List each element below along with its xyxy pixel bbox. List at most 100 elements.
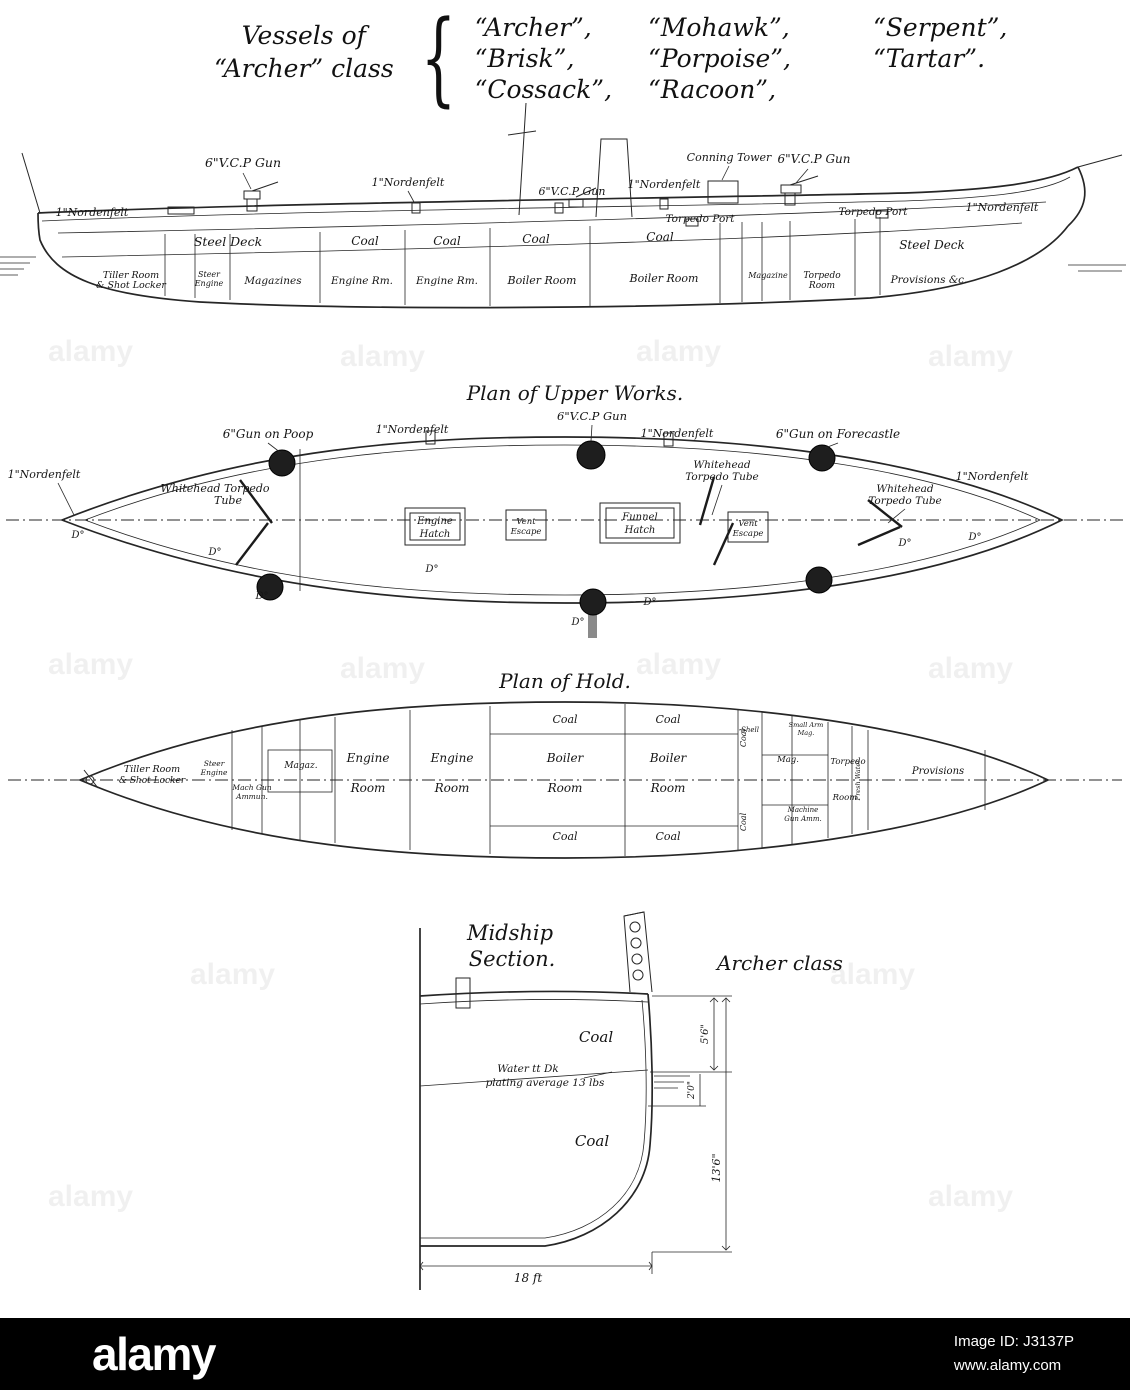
label-ditto: D° <box>254 591 268 602</box>
label-gun-mid: 6"V.C.P Gun <box>539 185 606 198</box>
label-small-arm-mag: Small Arm <box>789 721 824 729</box>
label-coal: Coal <box>433 234 461 248</box>
dimension-lines <box>419 995 732 1274</box>
class-label: Archer class <box>715 951 843 975</box>
label-vent-escape: Escape <box>732 529 764 539</box>
label-boiler-room: Boiler <box>546 751 585 765</box>
label-shell-room: Shell <box>741 726 759 734</box>
label-deck-plating: plating average 13 lbs <box>486 1077 605 1089</box>
label-shot-locker: & Shot Locker <box>96 280 167 291</box>
label-whitehead-tube-mid: Torpedo Tube <box>685 471 759 483</box>
label-magazine-aft: Magazine <box>747 271 788 280</box>
label-nordenfelt-right: 1"Nordenfelt <box>966 201 1039 214</box>
label-shot-locker: & Shot Locker <box>119 776 186 786</box>
poop-gun-barrel <box>251 181 279 192</box>
ship-name: “Racoon”, <box>648 75 777 104</box>
stock-photo-footer-bar: alamy Image ID: J3137P www.alamy.com <box>0 1318 1130 1390</box>
label-vent-escape: Vent <box>738 519 758 529</box>
label-whitehead-tube-aft: Whitehead Torpedo <box>160 482 269 495</box>
image-id: Image ID: J3137P <box>953 1333 1074 1350</box>
label-coal-upper: Coal <box>579 1028 613 1046</box>
ship-name: “Serpent”, <box>873 13 1008 42</box>
label-boiler-room: Boiler Room <box>629 272 699 285</box>
label-ditto: D° <box>207 547 221 558</box>
label-coal-lower: Coal <box>575 1132 609 1150</box>
label-coal: Coal <box>655 713 681 726</box>
label-steer: Steer <box>198 270 221 279</box>
label-torpedo-room: Room <box>832 793 858 803</box>
ship-name: “Brisk”, <box>474 44 575 73</box>
funnel <box>595 138 633 218</box>
profile-deck-lines <box>41 176 1071 258</box>
poop-gun-shield <box>243 190 261 200</box>
label-torpedo-room: Torpedo <box>803 271 841 281</box>
label-machine-gun-amm: Gun Amm. <box>784 815 821 823</box>
label-boiler-room: Room <box>650 781 686 795</box>
nordenfelt-mount <box>659 198 669 210</box>
alamy-url: www.alamy.com <box>953 1357 1062 1374</box>
label-whitehead-tube-mid: Whitehead <box>693 459 751 471</box>
ventilator <box>554 202 564 214</box>
label-machine-gun-amm: Machine <box>787 806 819 814</box>
label-nordenfelt: 1"Nordenfelt <box>376 423 449 436</box>
label-provisions: Provisions <box>911 766 964 777</box>
plate-title: Vessels of “Archer” class <box>214 20 394 85</box>
hold-stern-gear <box>70 769 99 789</box>
label-steel-deck-left: Steel Deck <box>194 234 262 249</box>
upper-gun-positions <box>256 440 836 616</box>
section-protective-deck <box>419 1069 690 1089</box>
label-vcp-gun: 6"V.C.P Gun <box>557 409 627 423</box>
image-meta: Image ID: J3137P www.alamy.com <box>954 1330 1074 1378</box>
brace-glyph: { <box>420 0 457 118</box>
label-coal: Coal <box>646 230 674 244</box>
label-steel-deck-right: Steel Deck <box>899 238 965 252</box>
label-magazine: Magaz. <box>283 761 317 771</box>
dim-13-6: 13'6" <box>710 1153 723 1182</box>
label-tiller-room: Tiller Room <box>124 764 180 775</box>
label-vent-escape: Vent <box>516 517 536 527</box>
torpedo-port-fwd-fitting <box>875 210 889 219</box>
dim-2-0: 2'0" <box>687 1081 697 1100</box>
label-gun-forecastle: 6"V.C.P Gun <box>777 152 850 166</box>
label-nordenfelt-mid2: 1"Nordenfelt <box>628 178 701 191</box>
plate-title-line-2: “Archer” class <box>214 53 394 83</box>
label-boiler-room: Boiler <box>649 751 688 765</box>
label-ditto: D° <box>642 597 656 608</box>
stern-staff <box>21 152 41 214</box>
label-boiler-room: Room <box>547 781 583 795</box>
label-torpedo-room: Room <box>808 281 835 291</box>
upper-hull-outline <box>59 436 1064 604</box>
poop-gun-mount <box>246 198 258 212</box>
label-torpedo-port-fwd: Torpedo Port <box>838 206 908 218</box>
label-engine-room: Engine Rm. <box>330 275 393 287</box>
ship-name: “Cossack”, <box>474 75 613 104</box>
label-steer-engine: Engine <box>194 279 224 288</box>
ship-name: “Porpoise”, <box>648 44 792 73</box>
profile-hull-outline <box>37 166 1086 309</box>
midship-section-drawing: Midship Section. Archer class <box>419 911 843 1290</box>
dim-5-6: 5'6" <box>700 1024 711 1044</box>
label-funnel-hatch: Funnel <box>621 512 657 523</box>
label-engine-hatch: Engine <box>416 516 453 527</box>
label-coal: Coal <box>552 830 578 843</box>
label-torpedo-room: Torpedo <box>830 757 865 767</box>
label-conning-tower: Conning Tower <box>687 151 772 164</box>
ship-name-column-3: “Serpent”, “Tartar”. <box>873 12 1007 74</box>
fc-gun-shield <box>780 184 802 194</box>
label-ditto: D° <box>897 538 911 549</box>
hold-title: Plan of Hold. <box>498 669 631 693</box>
deck-boat <box>167 206 195 215</box>
plan-of-hold-drawing: Plan of Hold. Tiller Room & Shot Locker … <box>8 669 1122 859</box>
label-nordenfelt-left: 1"Nordenfelt <box>56 206 129 219</box>
label-whitehead-tube-fwd: Whitehead <box>876 483 934 495</box>
torpedo-port-aft-fitting <box>685 218 699 227</box>
nordenfelt-mount <box>411 202 421 214</box>
alamy-logo: alamy <box>92 1328 216 1380</box>
label-gun-poop: 6"V.C.P Gun <box>205 155 281 170</box>
profile-leader-lines <box>242 165 809 203</box>
sea-hatching <box>0 256 1126 276</box>
ship-name: “Tartar”. <box>873 44 986 73</box>
label-ditto: D° <box>570 617 584 628</box>
label-engine-room: Engine <box>430 751 474 765</box>
label-machine-gun-ammo: Ammun. <box>235 792 268 801</box>
